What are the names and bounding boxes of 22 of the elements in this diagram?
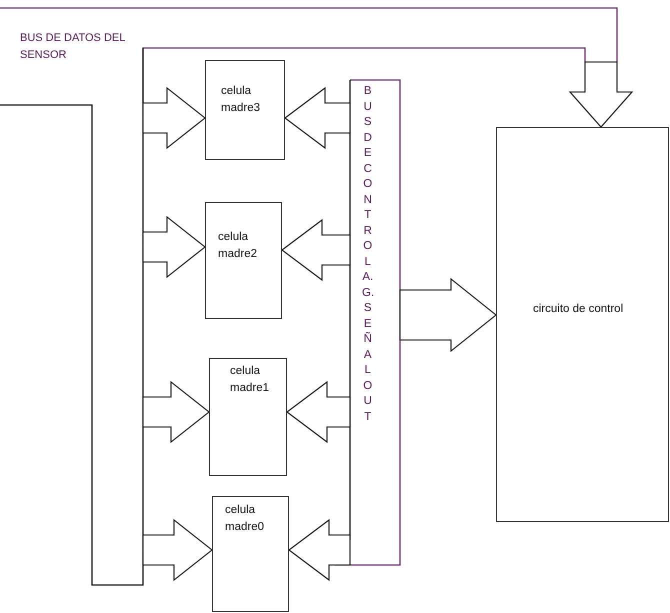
block-label: celula madre0 [225,503,265,535]
block-arrow [399,278,497,352]
block-arrow [142,518,213,582]
block-arrow [142,216,206,278]
block-arrow [286,380,351,444]
block-label: celula madre3 [221,84,261,116]
block-box [209,358,287,476]
block-arrow [288,518,351,582]
block-box [212,496,289,612]
block-box [205,202,282,319]
block-arrow [142,86,206,150]
block-label: circuito de control [533,302,624,317]
block-box [496,127,669,522]
block-arrow [284,86,351,150]
block-label: celula madre1 [230,364,270,396]
block-arrow [142,380,210,444]
block-box [205,60,285,160]
bus-label: BUS DE DATOS DEL SENSOR [20,31,126,62]
block-label: celula madre2 [218,230,258,262]
block-arrow [281,218,351,282]
vertical-bus-label: BUS DE CONTROL A.G. SEÑAL OUT [362,84,374,424]
block-arrow [568,61,634,128]
